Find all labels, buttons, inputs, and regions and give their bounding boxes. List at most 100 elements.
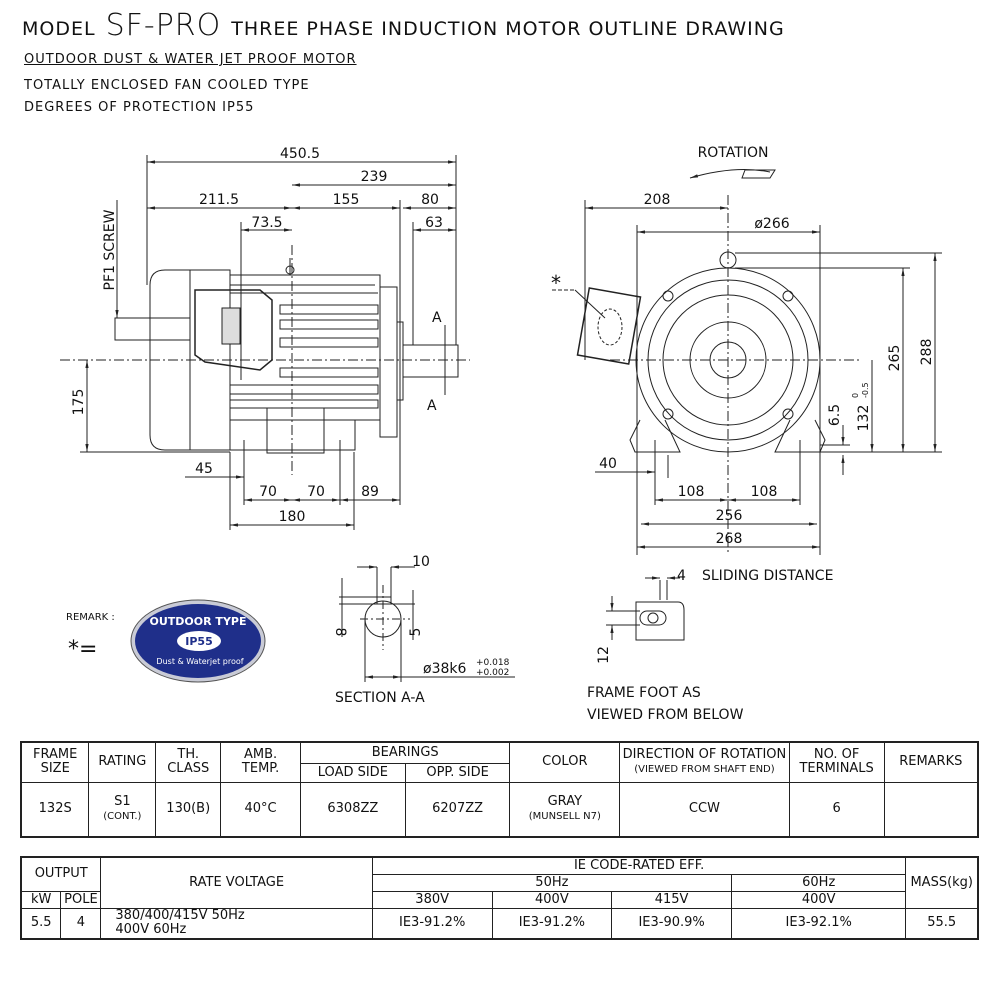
hdr-no-of: NO. OF (813, 747, 860, 763)
dim-overall-length: 450.5 (280, 146, 320, 162)
dim-288: 288 (919, 339, 935, 366)
cell-rating-note: (CONT.) (103, 810, 142, 822)
hdr-direction: DIRECTION OF ROTATION (622, 746, 787, 762)
dim-211-5: 211.5 (199, 192, 239, 208)
outline-drawing: 450.5 239 211.5 155 80 73.5 63 A A 175 P… (60, 145, 942, 723)
dim-63: 63 (425, 215, 443, 231)
terminal-box-front (576, 287, 642, 365)
dim-80: 80 (421, 192, 439, 208)
cell-mass: 55.5 (905, 907, 979, 940)
hdr-380v: 380V (371, 890, 493, 909)
dim-175: 175 (71, 389, 87, 416)
cell-voltage-50hz: 380/400/415V 50Hz (115, 908, 245, 924)
hdr-direction-note: (VIEWED FROM SHAFT END) (634, 763, 775, 775)
nameplate (221, 307, 241, 345)
dim-70-right: 70 (307, 484, 325, 500)
front-dimensions: ROTATION * 208 ø266 288 265 132 0 -0.5 6… (551, 145, 942, 555)
subtitle-2: TOTALLY ENCLOSED FAN COOLED TYPE (24, 78, 310, 93)
cell-eff-380v: IE3-91.2% (371, 907, 493, 940)
pf1-screw-label: PF1 SCREW (102, 209, 118, 290)
section-mark-bottom: A (427, 398, 437, 414)
dim-key-height-8: 8 (332, 628, 348, 637)
shaft-tol-lower: +0.002 (476, 668, 509, 678)
hdr-50hz: 50Hz (371, 873, 732, 892)
dim-180: 180 (279, 509, 306, 525)
frame-foot-detail: 4 SLIDING DISTANCE 12 FRAME FOOT AS VIEW… (587, 568, 833, 723)
subtitle-3: DEGREES OF PROTECTION IP55 (24, 100, 255, 115)
dim-key-width-10: 10 (412, 554, 430, 570)
cell-kw: 5.5 (20, 907, 62, 940)
foot-caption-2: VIEWED FROM BELOW (587, 707, 744, 723)
hdr-color: COLOR (509, 741, 621, 783)
hdr-rate-voltage: RATE VOLTAGE (100, 856, 373, 909)
cell-opp-bearing: 6207ZZ (404, 781, 511, 838)
dim-6-5: 6.5 (827, 404, 843, 426)
title-text: THREE PHASE INDUCTION MOTOR OUTLINE DRAW… (231, 18, 785, 40)
cell-th-class: 130(B) (155, 781, 222, 838)
dim-239: 239 (361, 169, 388, 185)
sliding-distance-label: SLIDING DISTANCE (702, 568, 833, 584)
subtitle-1: OUTDOOR DUST & WATER JET PROOF MOTOR (24, 52, 357, 67)
cell-remarks (883, 781, 979, 838)
cell-terminals: 6 (788, 781, 885, 838)
model-prefix: MODEL (22, 18, 96, 40)
section-a-a: 10 8 5 ø38k6 +0.018 +0.002 SECTION A-A (332, 554, 515, 706)
dim-208: 208 (644, 192, 671, 208)
hdr-415v: 415V (611, 890, 732, 909)
side-view (60, 245, 470, 475)
cell-eff-400v: IE3-91.2% (491, 907, 613, 940)
cell-frame: 132S (20, 781, 90, 838)
front-view (576, 169, 860, 555)
cell-color-note: (MUNSELL N7) (528, 810, 601, 822)
cell-color: GRAY (547, 793, 583, 809)
dim-108-right: 108 (751, 484, 778, 500)
section-label: SECTION A-A (335, 690, 425, 706)
cooling-fins (229, 284, 379, 409)
shaft (402, 344, 459, 378)
table-row: 132S S1(CONT.) 130(B) 40°C 6308ZZ 6207ZZ… (20, 781, 979, 838)
model-name: SF-PRO (105, 8, 222, 43)
cell-direction: CCW (619, 781, 790, 838)
cell-eff-60hz: IE3-92.1% (730, 907, 907, 940)
hdr-terminals: TERMINALS (799, 761, 874, 777)
badge-ip55: IP55 (185, 635, 212, 648)
dim-key-depth-5: 5 (408, 628, 424, 637)
dim-108-left: 108 (678, 484, 705, 500)
remark-label: REMARK : (66, 612, 115, 623)
drawing-title: MODEL SF-PRO THREE PHASE INDUCTION MOTOR O… (22, 8, 785, 43)
dim-70-left: 70 (259, 484, 277, 500)
cell-eff-415v: IE3-90.9% (611, 907, 732, 940)
badge-top-text: OUTDOOR TYPE (150, 615, 247, 628)
dim-132: 132 (856, 405, 872, 432)
foot-caption-1: FRAME FOOT AS (587, 685, 701, 701)
rotation-label: ROTATION (698, 145, 769, 161)
hdr-amb: AMB. (244, 747, 278, 763)
dim-shaft-diameter: ø38k6 (423, 661, 466, 677)
hdr-th: TH. (177, 747, 200, 763)
cell-pole: 4 (60, 907, 102, 940)
hdr-kw: kW (20, 890, 62, 909)
dim-268: 268 (716, 531, 743, 547)
cell-rating: S1 (114, 793, 131, 809)
terminal-box-remark-star: * (551, 271, 561, 295)
hdr-temp: TEMP. (241, 761, 280, 777)
hdr-mass: MASS(kg) (905, 856, 979, 909)
dim-132-tol-upper: 0 (851, 393, 860, 398)
cell-amb-temp: 40°C (220, 781, 301, 838)
dim-73-5: 73.5 (251, 215, 282, 231)
hdr-rating: RATING (88, 741, 157, 783)
dim-dia-266: ø266 (754, 216, 789, 232)
hdr-class: CLASS (167, 761, 210, 777)
hdr-load-side: LOAD SIDE (299, 762, 406, 783)
dim-12: 12 (596, 646, 612, 664)
section-mark-top: A (432, 310, 442, 326)
hdr-400v: 400V (491, 890, 613, 909)
dim-265: 265 (887, 345, 903, 372)
dim-sliding-4: 4 (677, 568, 686, 584)
hdr-opp-side: OPP. SIDE (404, 762, 511, 783)
badge-bottom-text: Dust & Waterjet proof (156, 657, 243, 666)
hdr-frame: FRAME (33, 747, 78, 763)
dim-45: 45 (195, 461, 213, 477)
